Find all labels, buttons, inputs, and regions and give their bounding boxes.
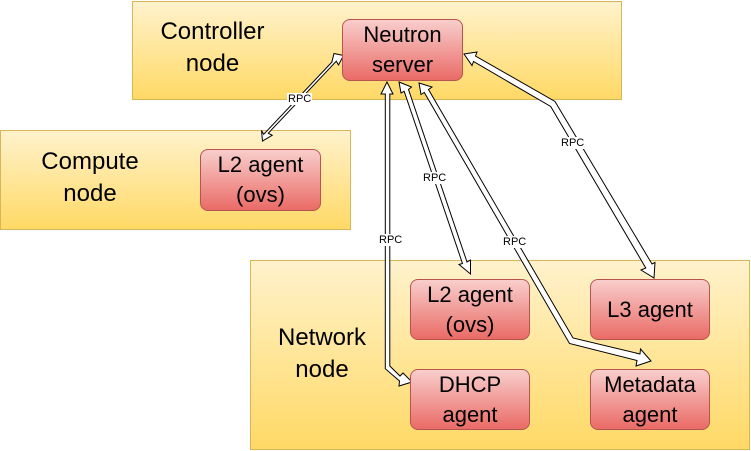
network-node-label-line2: node (295, 356, 349, 383)
rpc-label-metadata: RPC (502, 236, 528, 248)
network-l2-agent-label-line1: L2 agent (427, 281, 513, 307)
rpc-label-dhcp: RPC (378, 234, 404, 246)
l3-agent-label-line1: L3 agent (607, 296, 693, 322)
compute-l2-agent-label-line2: (ovs) (236, 182, 285, 207)
compute-l2-agent-box[interactable]: L2 agent (ovs) (200, 149, 321, 211)
neutron-server-box[interactable]: Neutron server (342, 19, 463, 81)
rpc-arrow-compute-l2 (261, 52, 345, 142)
metadata-agent-label-line1: Metadata (604, 371, 696, 397)
compute-node-label-line1: Compute (41, 148, 139, 175)
controller-node-label: Controller node (140, 16, 285, 80)
compute-node-label-line2: node (63, 180, 117, 207)
network-l2-agent-label-line2: (ovs) (445, 311, 495, 337)
rpc-arrow-l3 (463, 51, 656, 279)
compute-l2-agent-label-line1: L2 agent (217, 152, 304, 177)
network-l2-agent-box[interactable]: L2 agent (ovs) (410, 279, 530, 340)
dhcp-agent-label-line1: DHCP (438, 371, 502, 397)
controller-node-label-line1: Controller (160, 18, 265, 45)
neutron-server-label-line1: Neutron (363, 22, 442, 47)
neutron-server-label-line2: server (371, 52, 434, 77)
rpc-arrow-metadata (418, 82, 652, 367)
metadata-agent-label-line2: agent (622, 401, 678, 427)
controller-node-label-line2: node (185, 50, 240, 77)
rpc-label-network-l2: RPC (422, 172, 448, 184)
metadata-agent-box[interactable]: Metadata agent (590, 369, 710, 430)
dhcp-agent-label-line2: agent (442, 401, 498, 427)
network-node-label: Network node (258, 322, 386, 386)
l3-agent-box[interactable]: L3 agent (590, 279, 710, 340)
compute-node-label: Compute node (20, 146, 160, 210)
rpc-label-l3: RPC (560, 137, 586, 149)
network-node-label-line1: Network (277, 324, 367, 351)
rpc-label-compute-l2: RPC (287, 93, 313, 105)
dhcp-agent-box[interactable]: DHCP agent (410, 369, 530, 430)
